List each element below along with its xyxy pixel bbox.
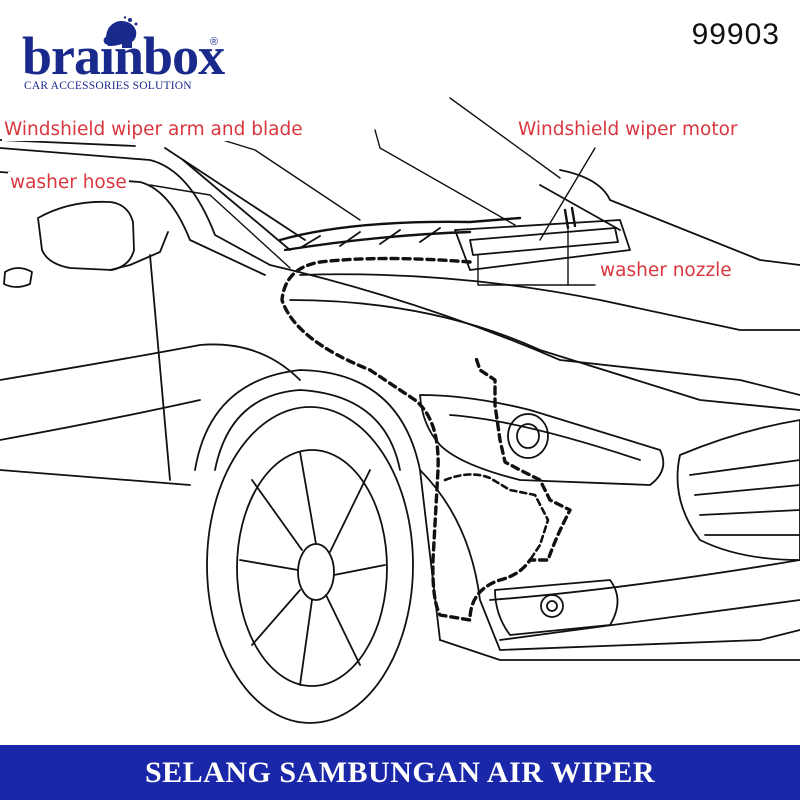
headlight-projector	[507, 413, 549, 459]
wheel-arch-inner	[214, 389, 401, 471]
wiper-blade	[278, 216, 522, 252]
footer-title: SELANG SAMBUNGAN AIR WIPER	[144, 755, 656, 789]
wiper-motor-body	[469, 227, 619, 256]
rim	[236, 449, 388, 687]
body-side-lower	[0, 399, 201, 441]
wheel-arch	[194, 369, 441, 641]
side-mirror	[37, 200, 135, 271]
a-pillar-inner	[0, 171, 266, 276]
leader-hose	[149, 184, 291, 269]
bumper-lower	[439, 639, 800, 661]
brain-head-icon	[106, 16, 138, 48]
leader-motor-top	[449, 97, 561, 179]
label-washer-hose: washer hose	[8, 172, 129, 194]
headlight-drl	[449, 414, 641, 461]
brand-name: brainbox	[22, 26, 225, 86]
leader-nozzle	[477, 229, 596, 286]
door-line	[149, 254, 171, 481]
bumper-outline	[419, 469, 800, 651]
rim-spokes	[239, 451, 386, 686]
a-pillar-outline	[0, 147, 271, 266]
hood-front	[299, 273, 800, 331]
leader-arm	[374, 129, 516, 226]
body-side	[0, 343, 301, 381]
headlight-housing	[419, 394, 665, 486]
door-handle	[3, 267, 33, 288]
lower-grille	[489, 559, 800, 601]
fog-lamp	[540, 594, 564, 618]
hood-top-line	[559, 169, 800, 266]
car-front-diagram	[0, 97, 800, 724]
washer-nozzles	[563, 206, 577, 230]
brand-tagline: CAR ACCESSORIES SOLUTION	[24, 80, 192, 92]
label-wiper-arm-blade: Windshield wiper arm and blade	[2, 119, 305, 141]
footer-banner: SELANG SAMBUNGAN AIR WIPER	[0, 745, 800, 800]
hub	[297, 543, 335, 601]
brand-logo: brainbox ® CAR ACCESSORIES SOLUTION	[14, 14, 225, 94]
washer-reservoir-outline	[443, 473, 550, 562]
tire	[206, 406, 414, 724]
mirror-stem	[109, 231, 169, 271]
grille	[676, 419, 800, 561]
product-code: 99903	[691, 18, 780, 51]
hood-top-line-2	[539, 184, 621, 231]
fog-lamp-housing	[494, 579, 619, 636]
windshield-line-2	[182, 159, 291, 251]
sill	[0, 469, 191, 486]
fender-top	[269, 264, 800, 396]
leader-arm-2	[189, 129, 361, 221]
wiper-blade-detail	[299, 227, 441, 249]
hood-crease	[289, 299, 800, 411]
washer-hose-path	[280, 256, 572, 622]
label-washer-nozzle: washer nozzle	[598, 260, 734, 282]
cowl	[454, 219, 631, 271]
label-wiper-motor: Windshield wiper motor	[516, 119, 740, 141]
roof-edge	[0, 139, 136, 147]
registered-mark: ®	[210, 36, 219, 48]
lower-grille-2	[499, 599, 800, 641]
leader-motor	[539, 147, 596, 241]
